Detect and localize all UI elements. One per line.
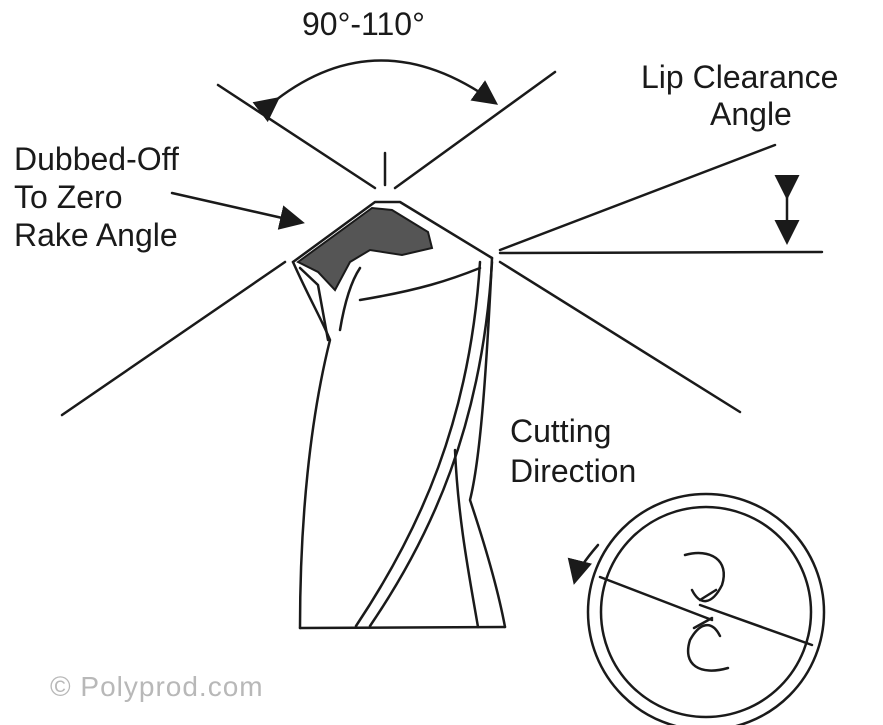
end-view-cutting-lip-2	[698, 603, 814, 647]
drill-right-edge	[468, 256, 507, 629]
point-angle-line-right	[393, 70, 557, 190]
angle-range-label: 90°-110°	[302, 6, 425, 42]
lip-clearance-label-line2: Angle	[710, 96, 792, 132]
end-view-flute-1	[683, 551, 725, 603]
point-angle-line-left	[216, 83, 377, 190]
dubbed-off-label-line3: Rake Angle	[14, 217, 178, 253]
flute-curve-upper	[358, 266, 482, 302]
end-view-flute-2	[687, 624, 730, 672]
dubbed-off-leader	[170, 191, 305, 230]
drill-end-view-outer	[586, 492, 826, 725]
drill-margin-line-2	[368, 260, 494, 628]
lip-reference-line	[498, 250, 824, 255]
cutting-direction-label-line1: Cutting	[510, 413, 612, 449]
dubbed-off-label-line1: Dubbed-Off	[14, 141, 179, 177]
drill-end-view-inner	[599, 505, 813, 719]
dubbed-off-label-line2: To Zero	[14, 179, 123, 215]
watermark: © Polyprod.com	[50, 671, 264, 702]
flute-curve-left	[338, 266, 362, 332]
lip-clearance-line	[498, 143, 777, 252]
rotation-arrow	[567, 543, 600, 585]
lip-relief-facet	[298, 266, 330, 342]
drill-margin-line-1	[354, 260, 482, 628]
dubbed-off-shaded-area	[296, 206, 434, 292]
angle-arc	[252, 59, 499, 123]
drill-left-edge	[291, 260, 332, 630]
drill-bottom-edge	[298, 625, 507, 630]
cutting-direction-label-line2: Direction	[510, 453, 637, 489]
lip-clearance-label-line1: Lip Clearance	[641, 59, 839, 95]
point-angle-line-right-lower	[498, 260, 742, 414]
point-angle-line-left-lower	[60, 260, 287, 417]
end-view-web	[692, 588, 718, 630]
drill-tip-outline	[291, 200, 494, 264]
flute-curve-lower	[453, 448, 480, 629]
end-view-cutting-lip-1	[598, 575, 714, 622]
